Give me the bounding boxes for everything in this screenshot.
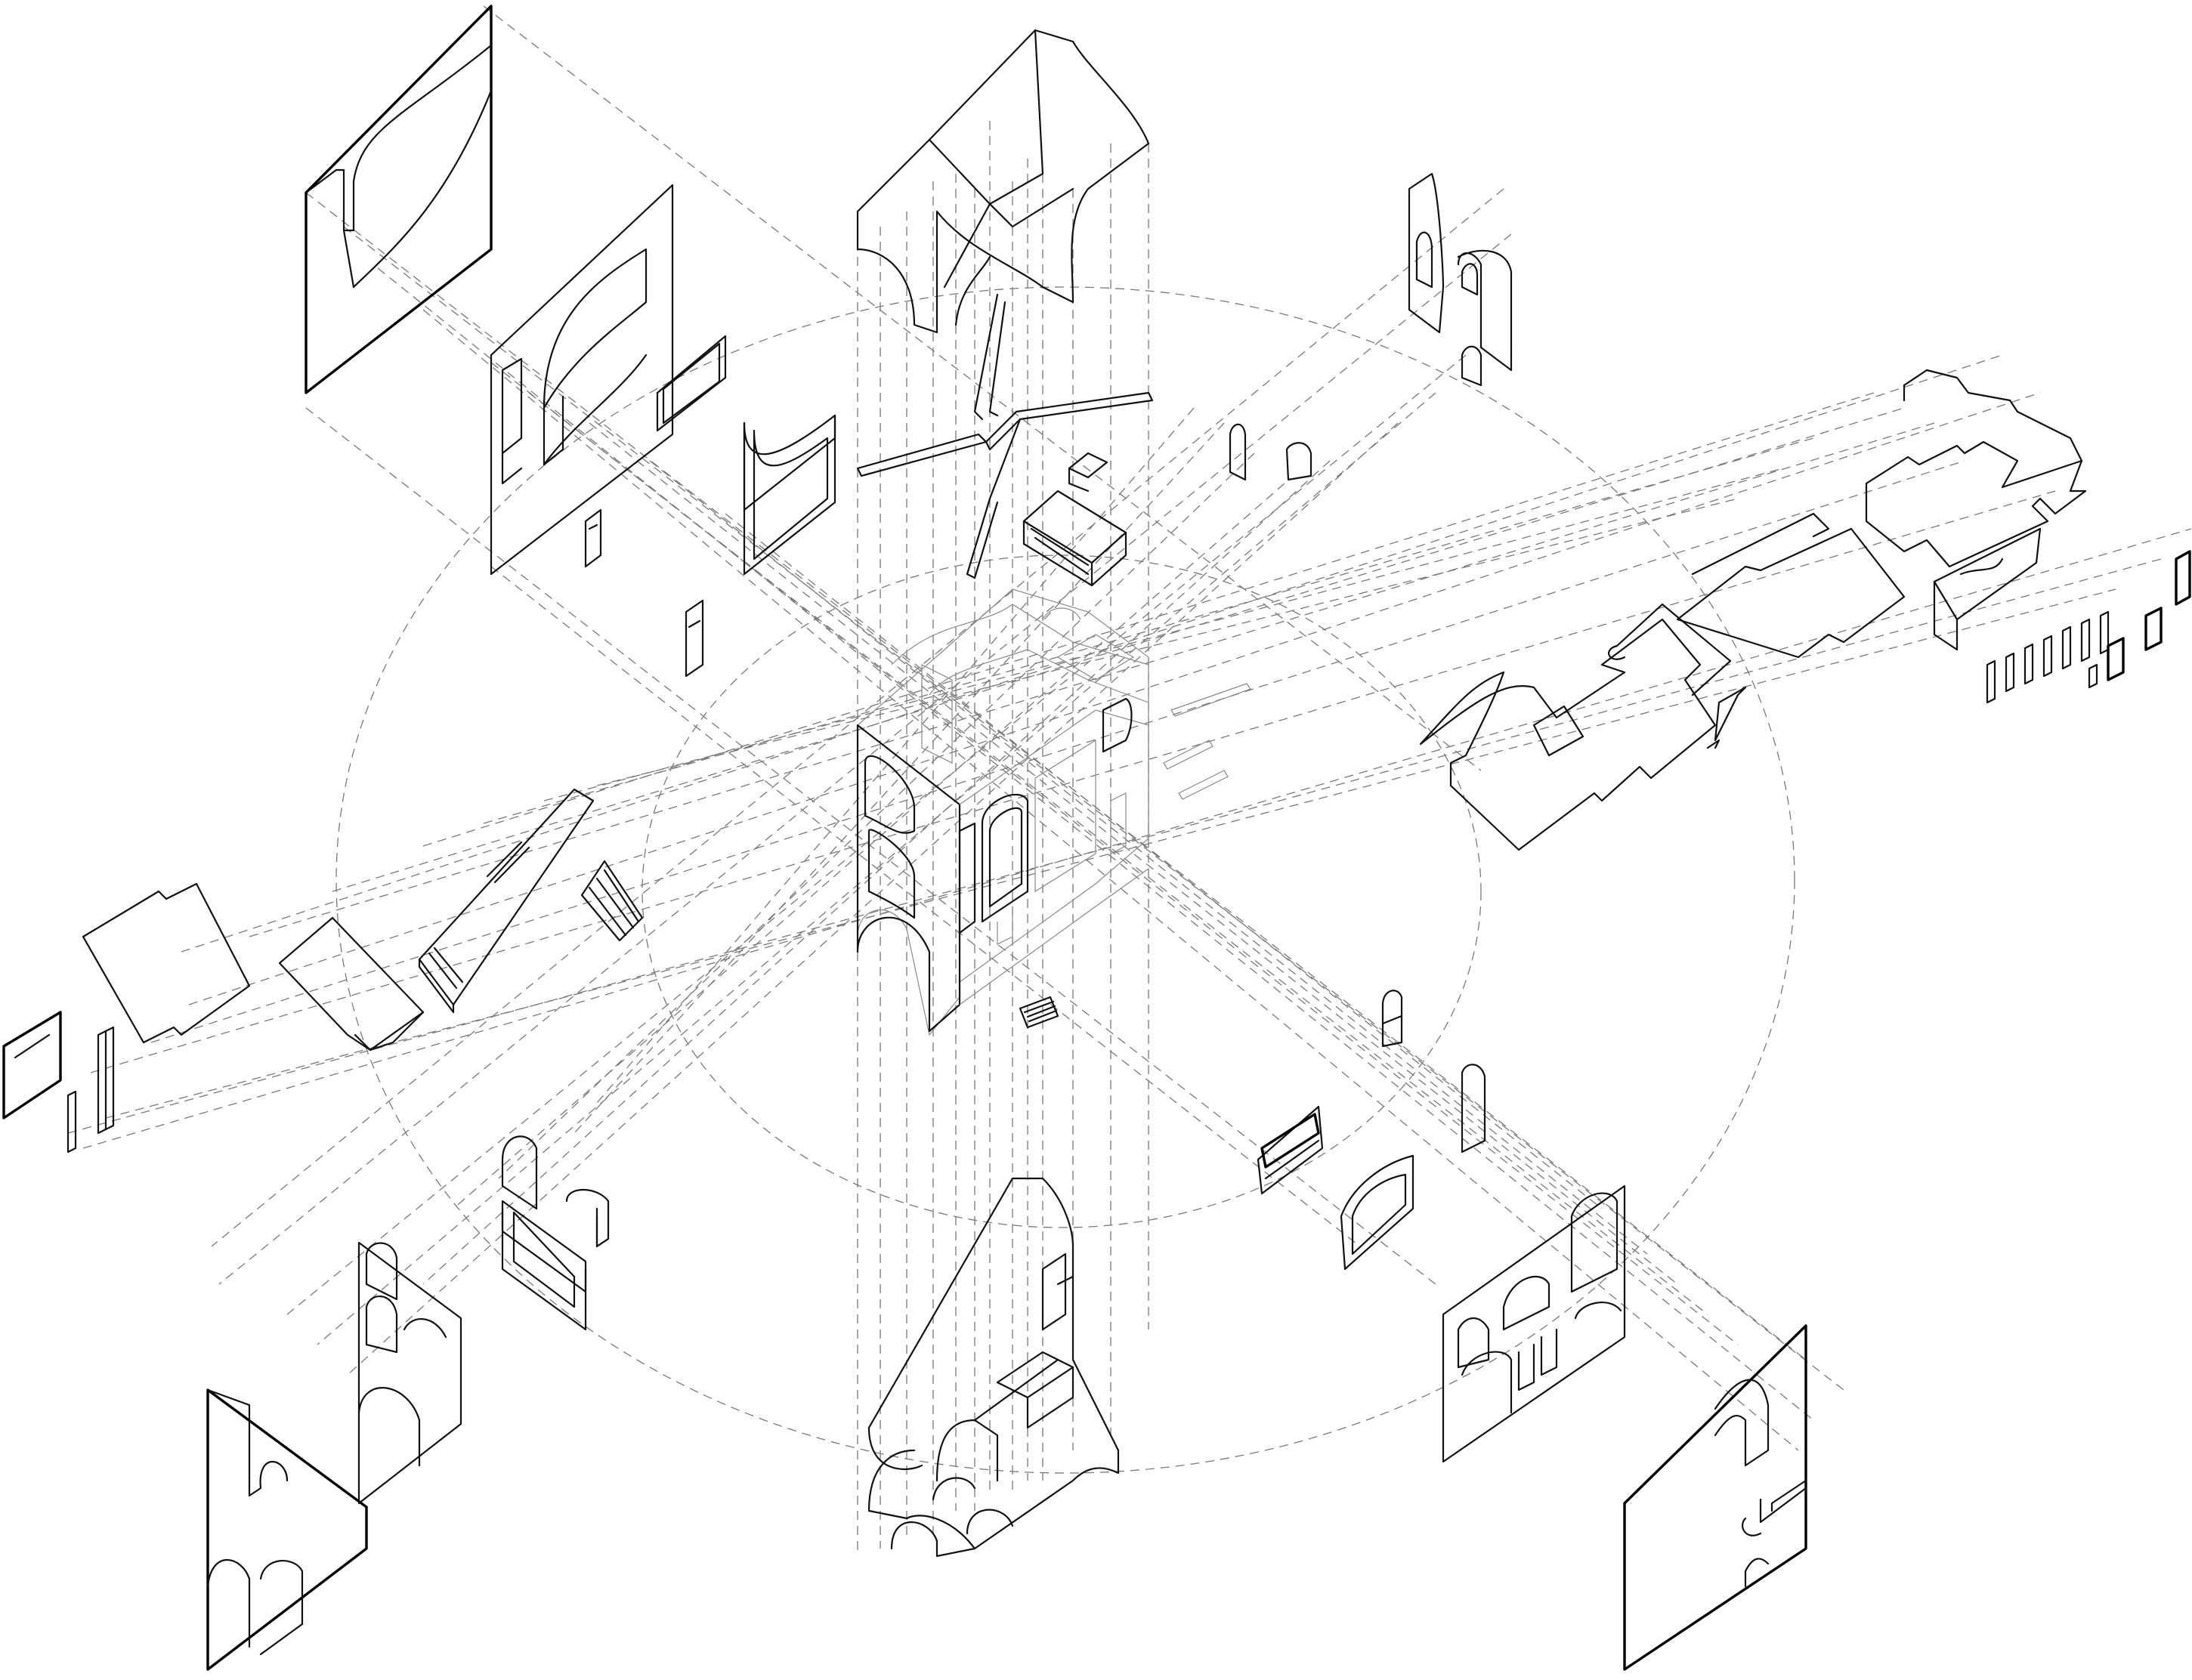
wall-panel-lower-right-large xyxy=(1623,1324,1807,1671)
stair-piece-lower xyxy=(1019,996,1059,1029)
column-pieces-left xyxy=(2,1011,115,1153)
projection-lines xyxy=(67,5,2192,1556)
wall-panel-lower-left-large xyxy=(206,1388,368,1671)
wall-panel-upper-right xyxy=(1408,172,1513,387)
floor-slab-right xyxy=(1419,512,1906,851)
floor-slab-far-right xyxy=(1865,369,2087,651)
floor-slab-left xyxy=(82,788,644,1052)
window-pieces-upper-right xyxy=(1229,423,1312,481)
wall-panel-top-left xyxy=(305,5,493,394)
wall-panel-lower-right xyxy=(1442,1184,1626,1463)
wall-panel-arched-upper-left xyxy=(490,184,674,576)
window-pieces-upper-left xyxy=(584,335,836,678)
column-pieces-right xyxy=(1986,550,2191,704)
vault-piece-bottom xyxy=(867,1177,1120,1558)
beam-assembly xyxy=(856,293,1154,579)
wall-panel-arched-lower-left xyxy=(357,1241,462,1505)
window-pieces-lower-left xyxy=(501,1135,610,1331)
outer-construction-circle xyxy=(335,286,1795,1474)
stair-piece-upper xyxy=(1022,452,1127,587)
window-pieces-lower-right xyxy=(1257,990,1486,1271)
inner-construction-circle xyxy=(642,554,1482,1228)
central-building-assembly xyxy=(856,588,1251,1036)
roof-piece xyxy=(856,29,1150,334)
